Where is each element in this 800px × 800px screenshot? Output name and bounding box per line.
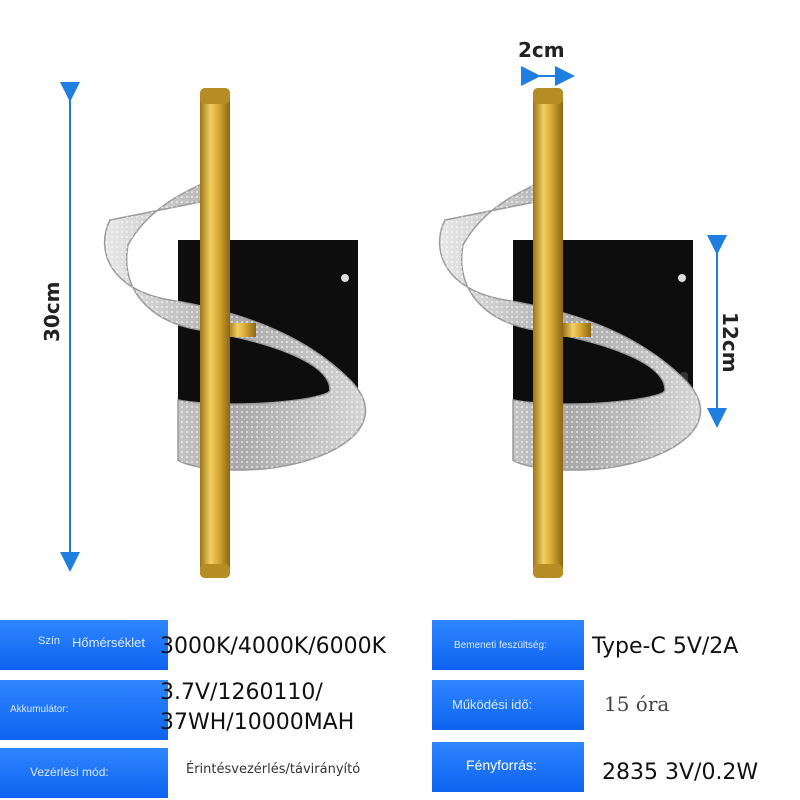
sensor-dot-left <box>341 274 349 282</box>
lamp-right <box>438 88 702 578</box>
temperature-label: Hőmérséklet <box>72 635 145 650</box>
product-image-area: 30cm 2cm 12cm <box>40 38 742 578</box>
temperature-value: 3000K/4000K/6000K <box>160 634 387 659</box>
control-mode-value: Érintésvezérlés/távirányító <box>186 762 361 777</box>
battery-label: Akkumulátor: <box>10 704 69 715</box>
lamp-left <box>103 88 367 578</box>
control-mode-label: Vezérlési mód: <box>30 765 109 779</box>
color-label: Szín <box>38 635 61 647</box>
runtime-value: 15 óra <box>604 692 670 716</box>
spec-label-box-control: Vezérlési mód: <box>0 748 168 798</box>
gold-rod-left <box>200 88 230 578</box>
light-source-label: Fényforrás: <box>466 757 537 773</box>
gold-rod-right <box>533 88 563 578</box>
spec-label-box-input: Bemeneti feszültség: <box>432 620 584 670</box>
height-dimension-label: 30cm <box>40 281 64 342</box>
input-voltage-label: Bemeneti feszültség: <box>454 640 547 651</box>
battery-value-line1: 3.7V/1260110/ <box>160 680 323 705</box>
battery-value-line2: 37WH/10000MAH <box>160 710 355 735</box>
box-height-dimension-label: 12cm <box>718 312 742 373</box>
spec-label-box-runtime: Működési idő: <box>432 680 584 730</box>
spec-label-box-color: Szín Hőmérséklet <box>0 620 168 670</box>
product-illustration <box>60 66 727 578</box>
light-source-value: 2835 3V/0.2W <box>602 760 759 785</box>
input-voltage-value: Type-C 5V/2A <box>592 634 739 659</box>
spec-label-box-battery: Akkumulátor: <box>0 680 168 740</box>
runtime-label: Működési idő: <box>452 697 533 712</box>
width-dimension-label: 2cm <box>518 38 565 62</box>
spec-table: Szín Hőmérséklet 3000K/4000K/6000K Bemen… <box>0 612 800 800</box>
spec-label-box-light: Fényforrás: <box>432 742 584 792</box>
sensor-dot-right <box>678 274 686 282</box>
mount-arm-left <box>228 323 256 337</box>
mount-arm-right <box>563 323 591 337</box>
